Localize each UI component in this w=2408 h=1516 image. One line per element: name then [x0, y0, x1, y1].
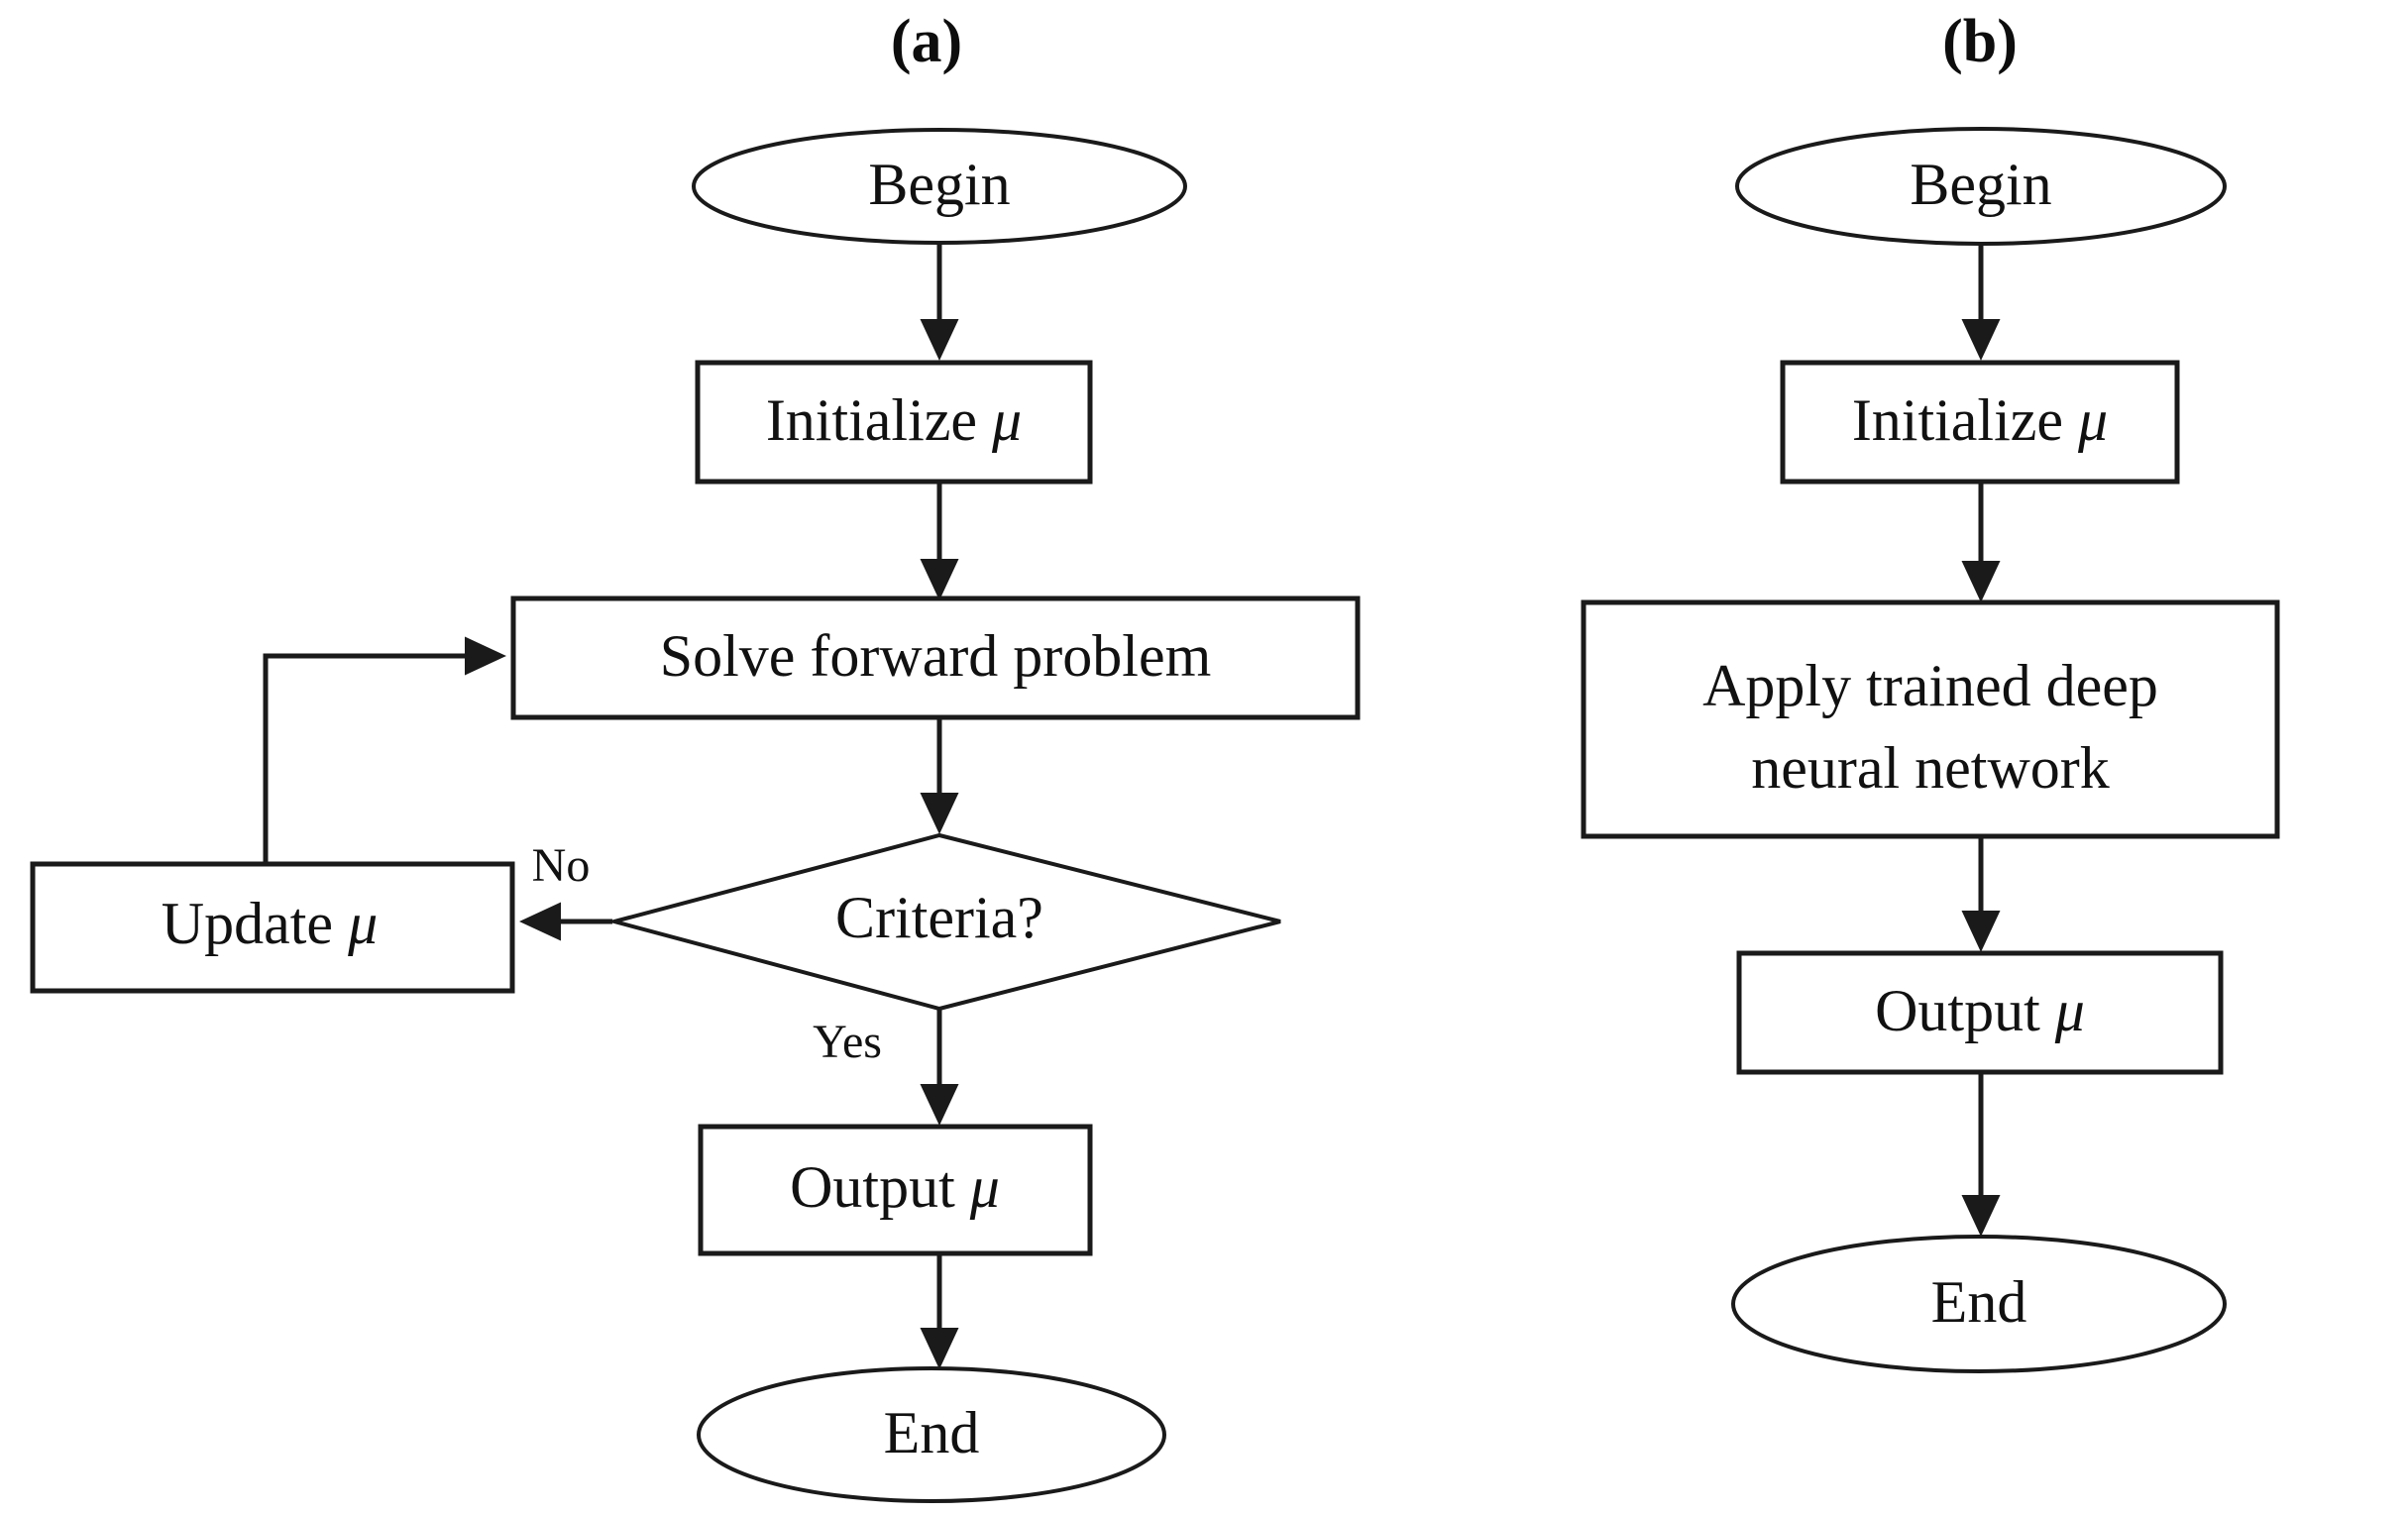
begin-ellipse-b — [1735, 127, 2227, 246]
solve-label-a: Solve forward problem — [660, 623, 1212, 689]
output-rect-b — [1736, 950, 2224, 1075]
panel-b-label: (b) — [1942, 8, 2018, 75]
node-begin-b: Begin — [1735, 127, 2227, 246]
node-update-a: Update μ — [30, 861, 515, 994]
criteria-label-a: Criteria? — [835, 885, 1043, 950]
begin-label-a: Begin — [868, 152, 1010, 217]
output-label-a: Output μ — [790, 1154, 1000, 1220]
panel-a: (a) Begin Initialize μ Solve forward pro… — [30, 8, 1361, 1503]
apply-rect-b — [1581, 599, 2280, 839]
node-apply-b: Apply trained deep neural network — [1581, 599, 2280, 839]
initialize-rect-a — [695, 360, 1093, 485]
apply-label-line2-b: neural network — [1751, 735, 2110, 801]
output-rect-a — [698, 1124, 1093, 1256]
node-solve-a: Solve forward problem — [510, 596, 1361, 720]
end-ellipse-b — [1731, 1235, 2227, 1373]
edge-label-yes-a: Yes — [813, 1016, 882, 1068]
node-initialize-b: Initialize μ — [1780, 360, 2180, 485]
node-output-a: Output μ — [698, 1124, 1093, 1256]
apply-label-line1-b: Apply trained deep — [1702, 653, 2158, 718]
begin-ellipse-a — [692, 128, 1187, 245]
node-end-b: End — [1731, 1235, 2227, 1373]
update-rect-a — [30, 861, 515, 994]
node-criteria-a: Criteria? — [606, 832, 1281, 1012]
node-output-b: Output μ — [1736, 950, 2224, 1075]
output-label-b: Output μ — [1875, 978, 2085, 1043]
end-ellipse-a — [697, 1366, 1166, 1503]
panel-a-label: (a) — [891, 8, 962, 75]
end-label-a: End — [884, 1400, 980, 1465]
node-initialize-a: Initialize μ — [695, 360, 1093, 485]
initialize-rect-b — [1780, 360, 2180, 485]
initialize-label-a: Initialize μ — [766, 387, 1022, 453]
update-label-a: Update μ — [162, 891, 378, 956]
solve-rect-a — [510, 596, 1361, 720]
panel-b: (b) Begin Initialize μ Apply trained dee… — [1581, 8, 2280, 1373]
edge-update-to-solve-feedback-a — [263, 636, 507, 864]
initialize-label-b: Initialize μ — [1852, 387, 2108, 453]
edge-label-no-a: No — [532, 839, 591, 892]
begin-label-b: Begin — [1910, 152, 2051, 217]
node-begin-a: Begin — [692, 128, 1187, 245]
end-label-b: End — [1931, 1269, 2027, 1335]
node-end-a: End — [697, 1366, 1166, 1503]
